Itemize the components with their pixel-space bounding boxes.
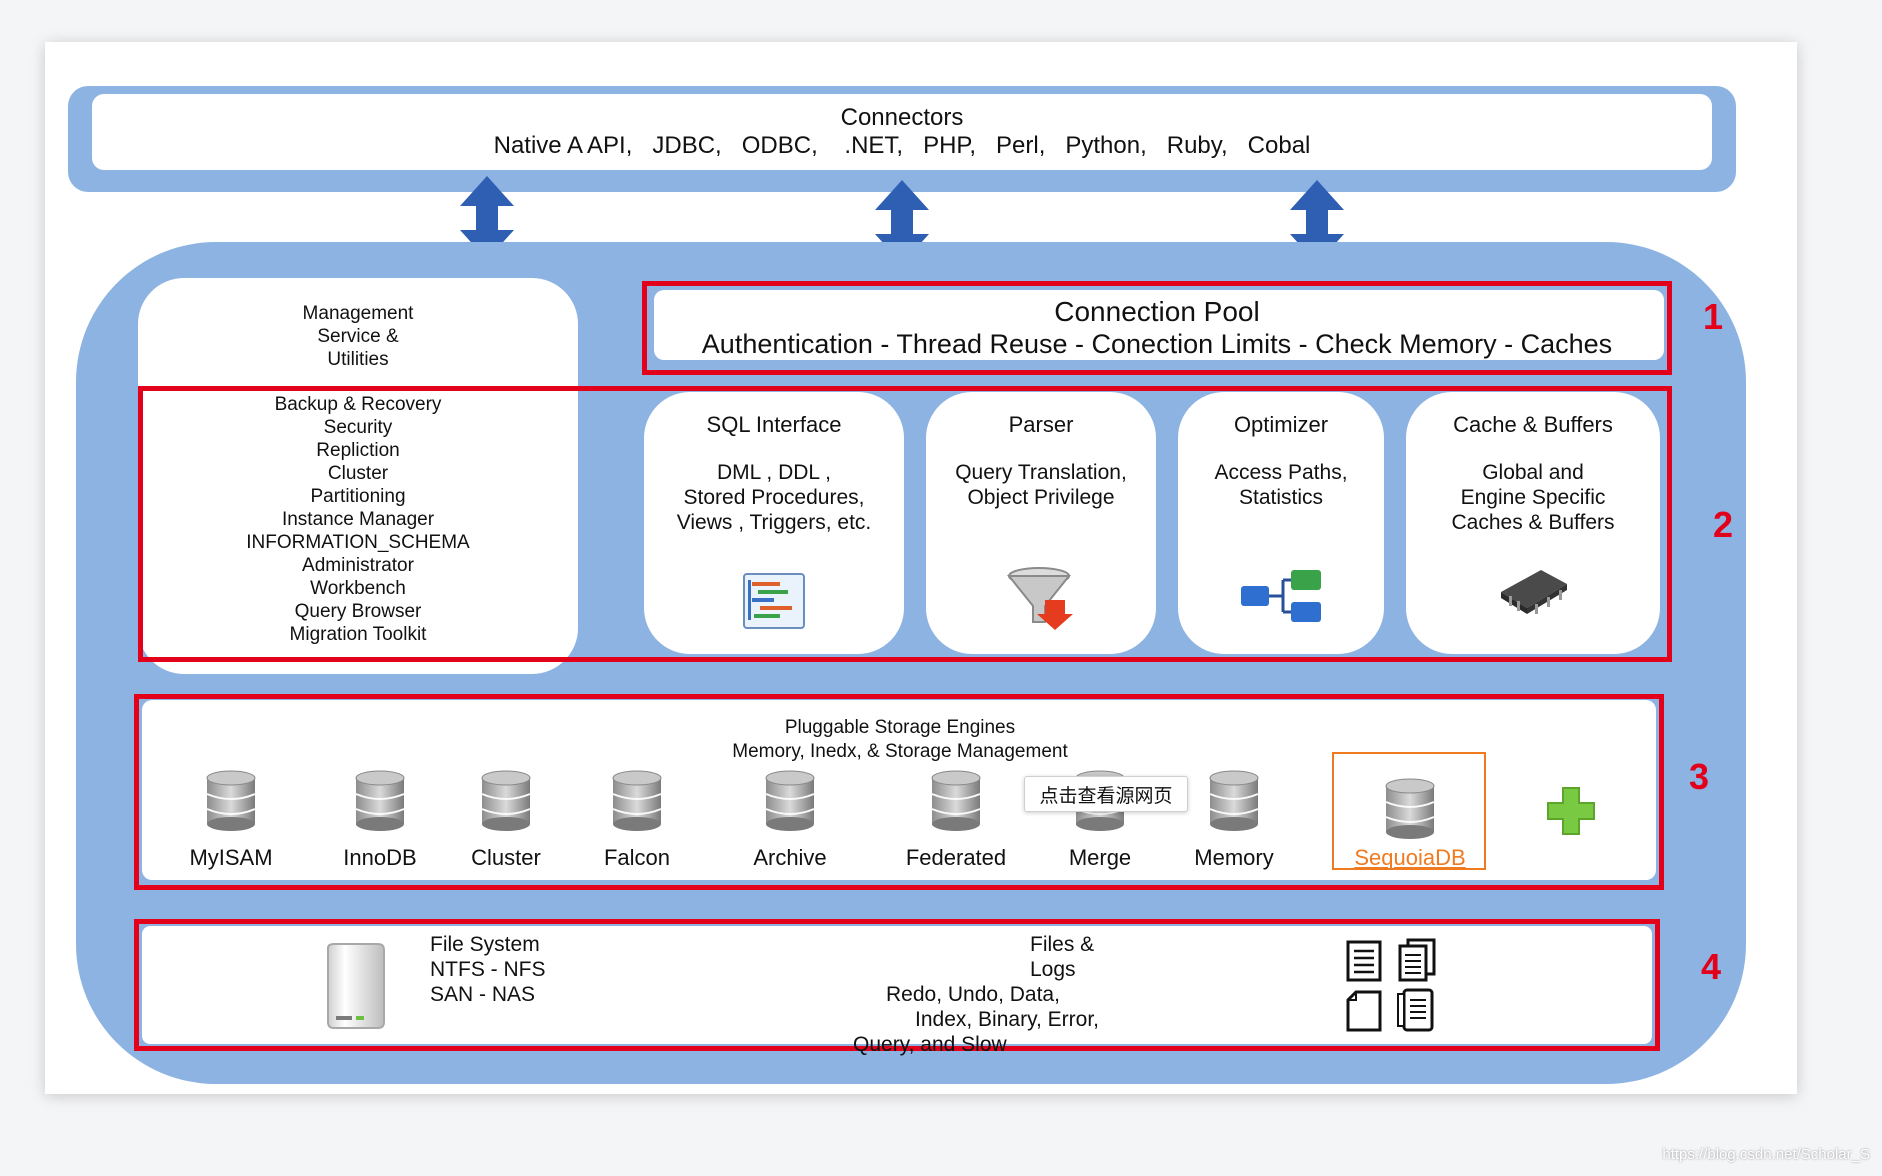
hard-drive-icon: [327, 943, 385, 1029]
log-file-icon: [1397, 988, 1434, 1032]
storage-header: Pluggable Storage Engines Memory, Inedx,…: [600, 716, 1200, 764]
storage-subtitle: Memory, Inedx, & Storage Management: [732, 741, 1068, 762]
engine-memory: Memory: [1164, 770, 1304, 871]
engine-label: Cluster: [471, 845, 541, 870]
engine-label: Merge: [1068, 845, 1132, 870]
card-body: Access Paths, Statistics: [1214, 461, 1348, 509]
optimizer-card: Optimizer Access Paths, Statistics: [1178, 392, 1384, 654]
card-body: Global and Engine Specific Caches & Buff…: [1451, 461, 1615, 534]
document-icon: [1346, 940, 1382, 982]
management-item: Cluster: [327, 463, 389, 484]
management-item: INFORMATION_SCHEMA: [246, 532, 470, 553]
engine-label-sequoiadb[interactable]: SequoiaDB: [1354, 845, 1466, 870]
database-icon: [355, 770, 405, 831]
section-2-box: [138, 386, 1672, 662]
sql-list-icon: [743, 573, 805, 629]
management-item: Migration Toolkit: [289, 624, 427, 645]
management-item: Instance Manager: [281, 509, 435, 530]
engine-innodb: InnoDB: [310, 770, 450, 871]
management-item: Repliction: [316, 440, 400, 461]
parser-card: Parser Query Translation, Object Privile…: [926, 392, 1156, 654]
card-title: Cache & Buffers: [1453, 412, 1613, 437]
card-title: Optimizer: [1233, 412, 1329, 437]
card-title: Parser: [1008, 412, 1074, 437]
database-icon: [931, 770, 981, 831]
database-icon: [1385, 778, 1435, 839]
section-number-4: 4: [1700, 946, 1722, 987]
connectors-list: Native A API, JDBC, ODBC, .NET, PHP, Per…: [493, 132, 1311, 159]
engine-archive: Archive: [720, 770, 860, 871]
file-system-text: File System NTFS - NFS SAN - NAS: [430, 933, 546, 1006]
management-panel: Management Service & Utilities Backup & …: [138, 278, 578, 674]
connection-pool-subtitle: Authentication - Thread Reuse - Conectio…: [701, 329, 1613, 359]
database-icon: [481, 770, 531, 831]
connection-pool-title: Connection Pool: [1054, 296, 1260, 327]
engine-sequoiadb: SequoiaDB: [1340, 778, 1480, 871]
management-title: Management Service & Utilities: [302, 303, 414, 370]
connection-pool-panel: [654, 290, 1664, 360]
management-item: Query Browser: [294, 601, 422, 622]
tree-icon: [1241, 570, 1321, 622]
connectors-box: Connectors Native A API, JDBC, ODBC, .NE…: [92, 94, 1712, 170]
cache-buffers-card: Cache & Buffers Global and Engine Specif…: [1406, 392, 1660, 654]
engine-label: InnoDB: [343, 845, 417, 870]
management-items: Backup & Recovery Security Repliction Cl…: [246, 393, 469, 646]
database-icon: [612, 770, 662, 831]
database-icon: [765, 770, 815, 831]
connectors-title: Connectors: [840, 104, 964, 131]
database-icon: [1209, 770, 1259, 831]
section-4-box: [134, 919, 1660, 1051]
card-body: Query Translation, Object Privilege: [955, 461, 1127, 509]
watermark: https://blog.csdn.net/Scholar_S: [1662, 1146, 1870, 1163]
engine-label: Archive: [753, 845, 827, 870]
management-item: Workbench: [310, 578, 406, 599]
funnel-icon: [1006, 567, 1073, 630]
engine-cluster: Cluster: [436, 770, 576, 871]
engine-falcon: Falcon: [567, 770, 707, 871]
blank-page-icon: [1346, 990, 1382, 1032]
double-arrow-icon: [460, 176, 514, 260]
storage-title: Pluggable Storage Engines: [784, 717, 1016, 738]
memory-chip-icon: [1501, 570, 1567, 614]
engine-label: Falcon: [603, 845, 671, 870]
section-number-2: 2: [1712, 504, 1734, 545]
database-icon: [206, 770, 256, 831]
management-item: Administrator: [302, 555, 414, 576]
section-3-box: [134, 694, 1664, 890]
plus-icon: [1547, 787, 1595, 835]
engine-label: Memory: [1194, 845, 1274, 870]
management-item: Security: [323, 417, 393, 438]
connection-pool-box: Connection Pool Authentication - Thread …: [642, 281, 1672, 375]
management-item: Partitioning: [310, 486, 406, 507]
documents-icon: [1398, 938, 1436, 982]
engine-myisam: MyISAM: [161, 770, 301, 871]
card-title: SQL Interface: [706, 412, 842, 437]
section-number-1: 1: [1702, 296, 1724, 337]
section-number-3: 3: [1688, 756, 1710, 797]
view-source-tooltip[interactable]: 点击查看源网页: [1024, 776, 1188, 812]
engine-label: Federated: [905, 845, 1007, 870]
engine-label: MyISAM: [189, 845, 273, 870]
engine-federated: Federated: [886, 770, 1026, 871]
sql-interface-card: SQL Interface DML , DDL , Stored Procedu…: [644, 392, 904, 654]
card-body: DML , DDL , Stored Procedures, Views , T…: [676, 461, 872, 534]
management-item: Backup & Recovery: [274, 394, 442, 415]
files-logs-text: Files & Logs Redo, Undo, Data, Index, Bi…: [853, 933, 1100, 1056]
